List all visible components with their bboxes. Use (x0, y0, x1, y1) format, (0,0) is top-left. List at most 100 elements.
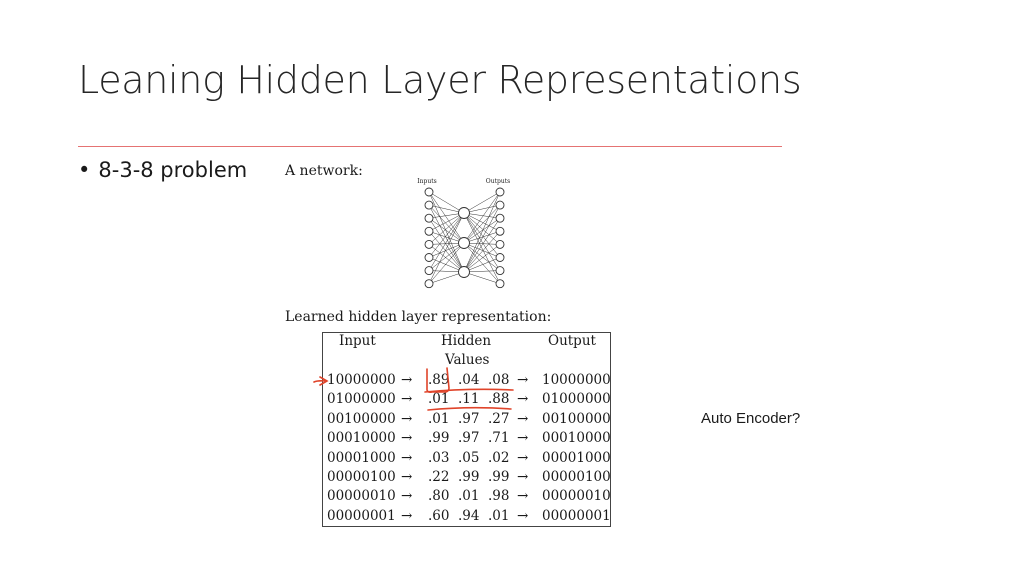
network-edge (463, 212, 501, 245)
output-node (495, 239, 505, 249)
arrow-cell: → (401, 391, 413, 408)
network-edge (428, 242, 465, 258)
network-nodes (424, 187, 505, 289)
network-caption: A network: (285, 163, 363, 179)
header-output: Output (548, 333, 596, 349)
hidden-value-cell: .22 (428, 469, 450, 485)
output-node (495, 200, 505, 210)
hidden-value-cell: .98 (488, 488, 510, 505)
output-cell: 10000000 (542, 372, 611, 388)
input-node (424, 200, 434, 210)
input-cell: 00000010 (327, 488, 396, 505)
hidden-value-cell: .99 (458, 469, 480, 485)
network-edge (463, 191, 501, 214)
network-edge (428, 231, 465, 244)
input-node (424, 226, 434, 236)
arrow-cell: → (401, 372, 413, 388)
arrow-cell: → (517, 391, 529, 408)
network-edge (428, 271, 465, 284)
input-cell: 00000001 (327, 507, 396, 524)
hidden-value-cell: .01 (458, 488, 480, 505)
arrow-cell: → (517, 430, 529, 447)
output-node (495, 253, 505, 262)
network-edge (428, 218, 465, 273)
network-edge (463, 212, 501, 284)
arrow-cell: → (517, 372, 529, 388)
hidden-value-cell: .97 (458, 430, 480, 447)
network-edge (428, 212, 465, 284)
hidden-value-cell: .80 (428, 488, 450, 505)
network-diagram: Inputs Outputs (417, 178, 510, 289)
hidden-value-cell: .71 (488, 430, 510, 447)
input-node (424, 279, 434, 289)
hidden-value-cell: .04 (458, 372, 480, 388)
network-edge (428, 191, 465, 244)
output-cell: 00000100 (542, 469, 611, 485)
arrow-cell: → (401, 449, 413, 466)
hidden-node (458, 237, 470, 249)
network-edge (428, 244, 465, 273)
output-cell: 01000000 (542, 391, 611, 408)
hidden-value-cell: .99 (428, 430, 450, 447)
output-cell: 00000001 (542, 507, 611, 524)
network-edge (463, 242, 501, 258)
arrow-cell: → (517, 449, 529, 466)
input-cell: 00010000 (327, 430, 396, 447)
hidden-value-cell: .03 (428, 449, 450, 466)
network-edge (463, 204, 501, 214)
arrow-cell: → (401, 488, 413, 505)
input-node (424, 187, 434, 197)
network-edge (428, 191, 465, 273)
output-node (495, 226, 505, 236)
arrow-cell: → (517, 488, 529, 505)
auto-encoder-note: Auto Encoder? (701, 410, 801, 427)
output-cell: 00000010 (542, 488, 611, 505)
network-edge (428, 257, 465, 273)
arrow-cell: → (517, 469, 529, 485)
hidden-value-cell: .94 (458, 507, 480, 524)
network-edge (428, 204, 465, 244)
network-edge (463, 204, 501, 244)
hidden-value-cell: .08 (488, 372, 510, 388)
inputs-label: Inputs (417, 178, 436, 185)
input-cell: 00000100 (327, 469, 396, 485)
arrow-cell: → (517, 410, 529, 427)
network-edge (463, 217, 501, 244)
hidden-node (458, 266, 470, 278)
hidden-value-cell: .60 (428, 507, 450, 524)
hidden-value-cell: .27 (488, 410, 510, 427)
network-edge (428, 191, 465, 214)
network-edge (428, 212, 465, 232)
hidden-value-cell: .88 (488, 391, 510, 408)
network-edge (428, 212, 465, 245)
hidden-value-cell: .02 (488, 449, 510, 466)
input-cell: 00001000 (327, 449, 396, 466)
network-edge (463, 212, 501, 271)
input-node (424, 213, 434, 223)
output-cell: 00010000 (542, 430, 611, 447)
bullet-item: •8-3-8 problem (78, 158, 247, 182)
network-edge (428, 204, 465, 214)
network-edge (463, 244, 501, 273)
network-edge (463, 257, 501, 273)
output-cell: 00001000 (542, 449, 611, 466)
arrow-cell: → (401, 430, 413, 447)
input-cell: 10000000 (327, 372, 396, 388)
network-edge (428, 212, 465, 271)
output-cell: 00100000 (542, 410, 611, 427)
hidden-value-cell: .05 (458, 449, 480, 466)
output-node (495, 279, 505, 289)
hidden-value-cell: .01 (428, 410, 450, 427)
title-divider (78, 146, 782, 147)
hidden-node (458, 207, 470, 219)
network-edge (463, 218, 501, 273)
input-node (424, 266, 434, 276)
hidden-value-cell: .89 (428, 372, 450, 388)
header-hidden: Hidden (441, 333, 492, 349)
network-edge (463, 270, 501, 273)
learned-caption: Learned hidden layer representation: (285, 309, 552, 325)
output-node (495, 266, 505, 276)
network-edge (463, 242, 501, 271)
bullet-dot-icon: • (78, 158, 91, 182)
input-cell: 01000000 (327, 391, 396, 408)
